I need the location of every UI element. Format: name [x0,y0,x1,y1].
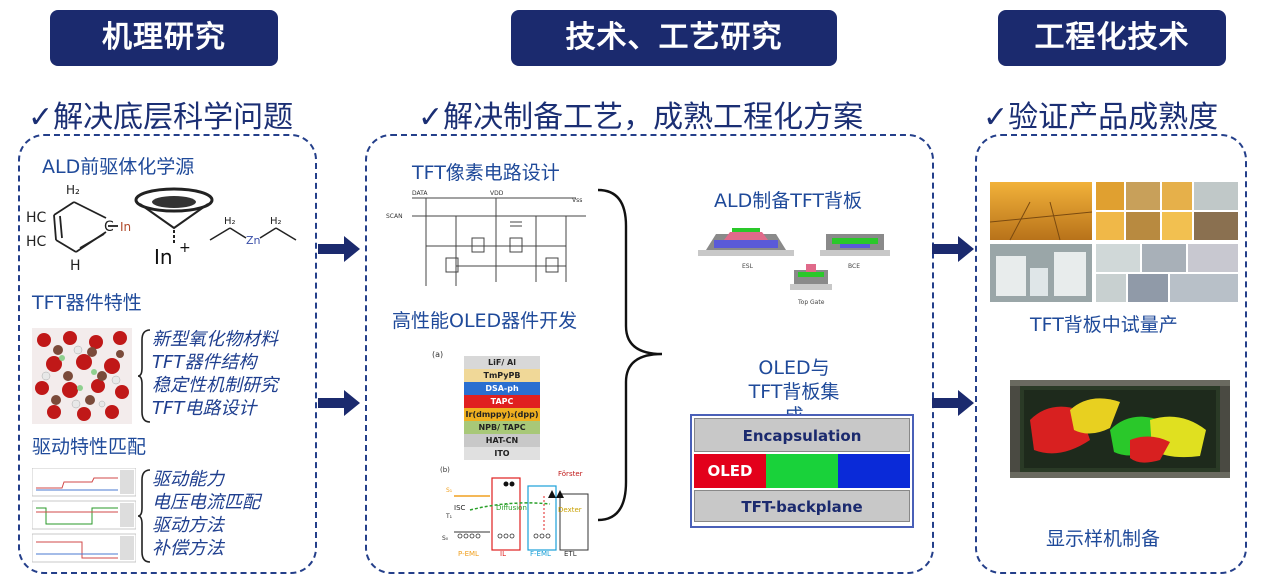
tft-struct-label: Top Gate [797,299,825,306]
tft-struct-label: BCE [848,263,860,270]
panel-mechanism [18,134,317,574]
circuit-vdd: VDD [490,190,504,197]
tft-items-list: 新型氧化物材料 TFT器件结构 稳定性机制研究 TFT电路设计 [152,328,278,420]
drive-waveform-plots [32,468,136,563]
tft-bce-structure [820,234,890,256]
stack-layer: Ir(dmppy)₂(dpp) [464,408,540,421]
mol-h2-top: H₂ [66,183,80,197]
mol-in-ring: In [120,220,131,234]
energy-s0: S₀ [442,535,449,542]
tft-items-bracket [138,329,151,423]
drive-item: 电压电流匹配 [152,492,260,513]
arrow-right-icon [318,390,360,416]
mol-h2-b: H₂ [270,216,282,227]
arrow-right-icon [318,236,360,262]
tft-device-label: TFT器件特性 [32,292,142,314]
cp-in-cone [134,187,214,244]
tft-esl-structure [698,228,794,256]
energy-diffusion: Diffusion [496,504,527,512]
prototype-label: 显示样机制备 [1046,528,1161,550]
circuit-scan: SCAN [386,213,403,220]
energy-dexter: Dexter [558,506,582,514]
crystal-structure-image [32,328,132,424]
pixel-circuit-schematic: DATA VDD Vss SCAN [386,190,586,286]
arrow-right-icon [932,390,974,416]
precursor-molecules: H₂ HC HC H C In In + H₂ H₂ Zn [26,183,297,274]
tft-struct-label: ESL [742,263,754,270]
mol-hc-upper: HC [26,210,47,226]
check-process: ✓解决制备工艺，成熟工程化方案 [418,100,864,135]
stack-layer: DSA-ph [464,382,540,395]
energy-peml: P-EML [458,550,479,558]
tft-structures: ESL BCE Top Gate [698,228,890,306]
oled-green-subpixel [766,454,838,488]
tft-topgate-structure [790,264,832,290]
header-mechanism: 机理研究 [50,10,278,66]
oled-dev-label: 高性能OLED器件开发 [392,310,578,332]
tft-item: 稳定性机制研究 [152,375,278,396]
energy-s1: S₁ [446,487,453,494]
energy-level-diagram: Förster Dexter Diffusion ISC S₁ T₁ S₀ P-… [442,470,589,558]
stack-layer: TAPC [464,395,540,408]
ring-bonds [53,201,118,253]
pixel-circuit-label: TFT像素电路设计 [412,162,560,184]
integration-stack: Encapsulation OLED TFT-backplane [690,414,914,528]
energy-t1: T₁ [445,513,453,520]
energy-etl: ETL [564,550,577,558]
drive-match-label: 驱动特性匹配 [32,436,147,458]
tft-item: 新型氧化物材料 [152,329,278,350]
ald-tft-label: ALD制备TFT背板 [714,190,863,212]
drive-items-bracket [138,469,151,563]
panel-engineering [975,134,1247,574]
energy-isc: ISC [454,504,466,512]
drive-item: 补偿方法 [152,538,224,559]
waveform-plot-2 [32,500,136,530]
drive-item: 驱动方法 [152,515,224,536]
energy-forster: Förster [558,470,583,478]
oled-blue-subpixel [838,454,910,488]
mol-h2-a: H₂ [224,216,236,227]
mol-zn: Zn [246,234,261,247]
mol-in-plus: In [154,245,173,269]
energy-il: IL [500,550,506,558]
check-engineering: ✓验证产品成熟度 [983,100,1219,135]
oled-tft-line-1: OLED与 [758,357,830,379]
ald-precursor-label: ALD前驱体化学源 [42,156,195,178]
drive-items-list: 驱动能力 电压电流匹配 驱动方法 补偿方法 [152,468,260,560]
energy-feml: F-EML [530,550,551,558]
circuit-vss: Vss [572,197,582,204]
pilot-line-photos [990,182,1238,302]
pilot-production-label: TFT背板中试量产 [1030,314,1178,336]
stack-layer: HAT-CN [464,434,540,447]
waveform-plot-3 [32,533,136,563]
tft-item: TFT器件结构 [152,352,257,373]
arrow-right-icon [932,236,974,262]
stack-label-b: (b) [440,466,450,474]
mol-hc-lower: HC [26,234,47,250]
oled-red-subpixel: OLED [694,454,766,488]
header-process: 技术、工艺研究 [511,10,837,66]
stack-layer: NPB/ TAPC [464,421,540,434]
stack-layer: TmPyPB [464,369,540,382]
display-content [1030,398,1206,463]
tft-backplane-layer: TFT-backplane [694,490,910,522]
panel-process [365,134,934,574]
circuit-data: DATA [412,190,428,197]
drive-item: 驱动能力 [152,469,224,490]
mol-c: C [104,219,114,235]
tft-item: TFT电路设计 [152,398,257,419]
oled-stack: LiF/ Al TmPyPB DSA-ph TAPC Ir(dmppy)₂(dp… [464,356,540,466]
waveform-plot-1 [32,468,136,497]
stack-layer: ITO [464,447,540,460]
check-mechanism: ✓解决底层科学问题 [28,100,294,135]
encapsulation-layer: Encapsulation [694,418,910,452]
prototype-display-photo [1010,380,1230,478]
dez-bonds [209,227,297,241]
mol-h-bottom: H [70,258,81,274]
stack-label-a: (a) [432,350,444,359]
header-engineering: 工程化技术 [998,10,1226,66]
mol-plus: + [179,240,191,256]
curly-brace [597,188,663,522]
stack-layer: LiF/ Al [464,356,540,369]
